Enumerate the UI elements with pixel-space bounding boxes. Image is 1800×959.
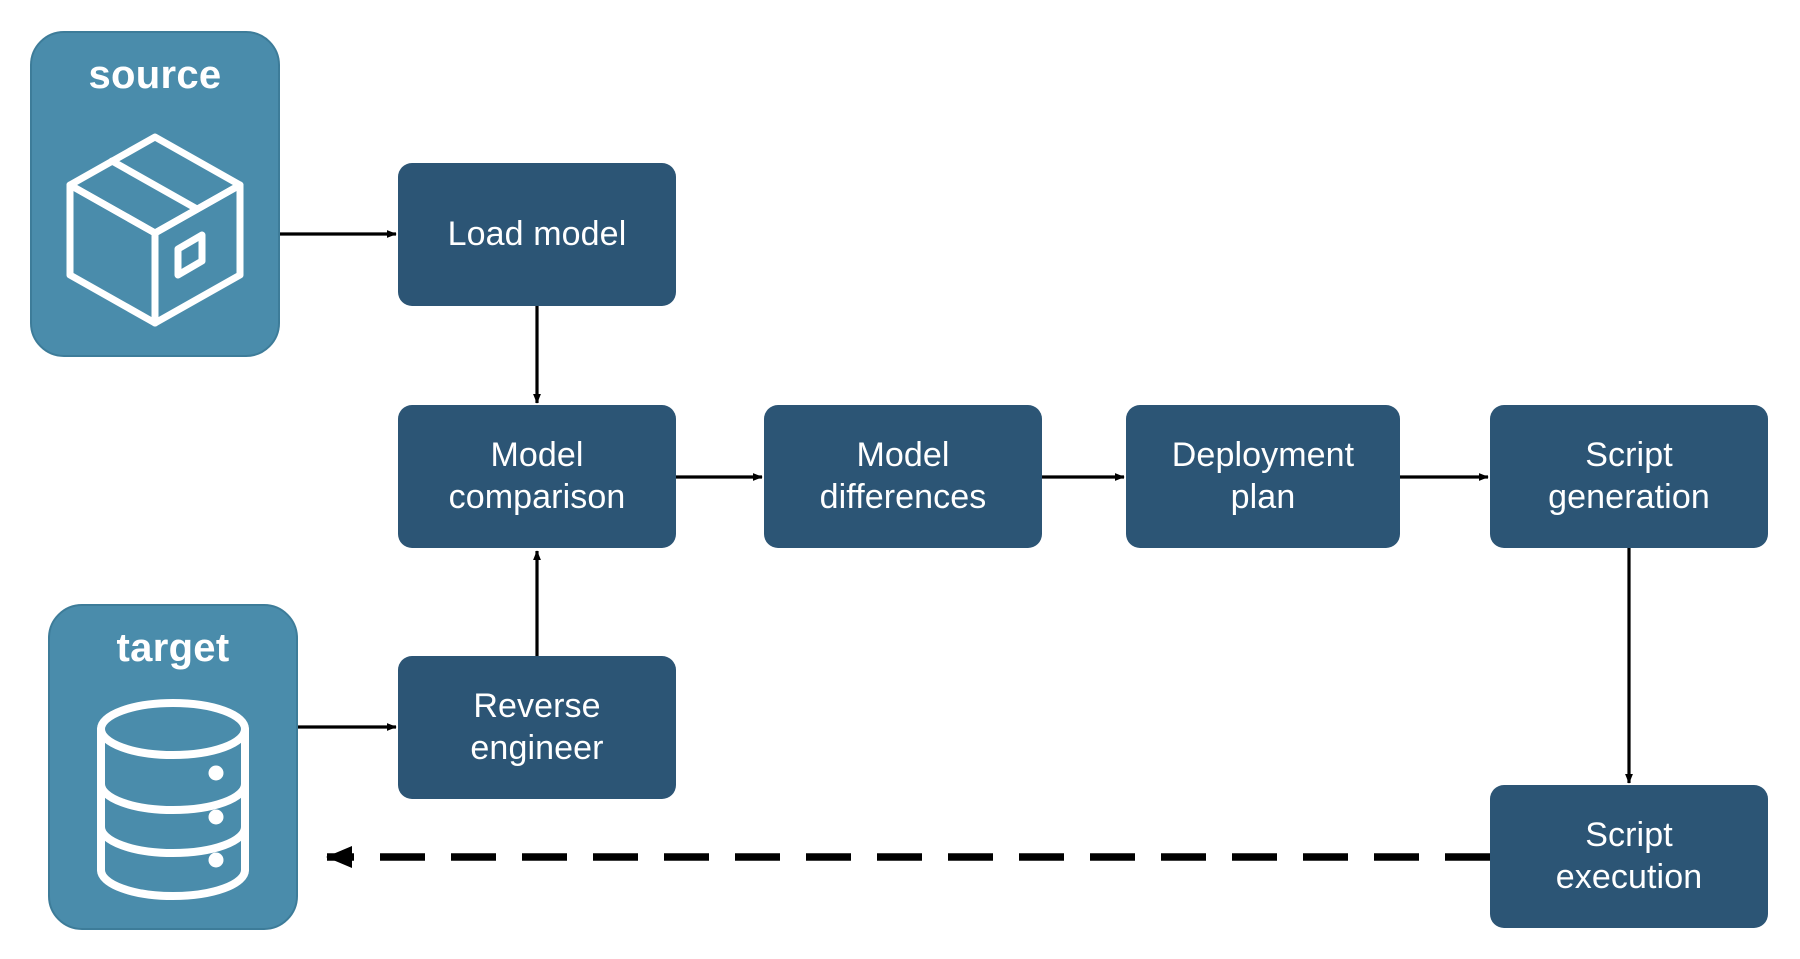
endpoint-target[interactable]: target <box>48 604 298 930</box>
package-box-icon <box>32 98 278 355</box>
process-model-differences-label: Model differences <box>819 436 987 516</box>
process-load-model[interactable]: Load model <box>398 163 676 306</box>
process-script-execution-label: Script execution <box>1555 816 1703 896</box>
process-reverse-engineer-label: Reverse engineer <box>470 687 604 767</box>
process-deployment-plan[interactable]: Deployment plan <box>1126 405 1400 548</box>
process-reverse-engineer[interactable]: Reverse engineer <box>398 656 676 799</box>
endpoint-target-label: target <box>116 626 230 670</box>
process-load-model-label: Load model <box>447 214 627 253</box>
process-script-execution[interactable]: Script execution <box>1490 785 1768 928</box>
process-script-generation[interactable]: Script generation <box>1490 405 1768 548</box>
endpoint-source-label: source <box>88 53 222 97</box>
process-model-comparison[interactable]: Model comparison <box>398 405 676 548</box>
database-cylinder-icon <box>50 671 296 928</box>
process-model-comparison-label: Model comparison <box>448 436 626 516</box>
process-script-generation-label: Script generation <box>1548 436 1710 516</box>
process-deployment-plan-label: Deployment plan <box>1171 436 1355 516</box>
process-model-differences[interactable]: Model differences <box>764 405 1042 548</box>
endpoint-source[interactable]: source <box>30 31 280 357</box>
